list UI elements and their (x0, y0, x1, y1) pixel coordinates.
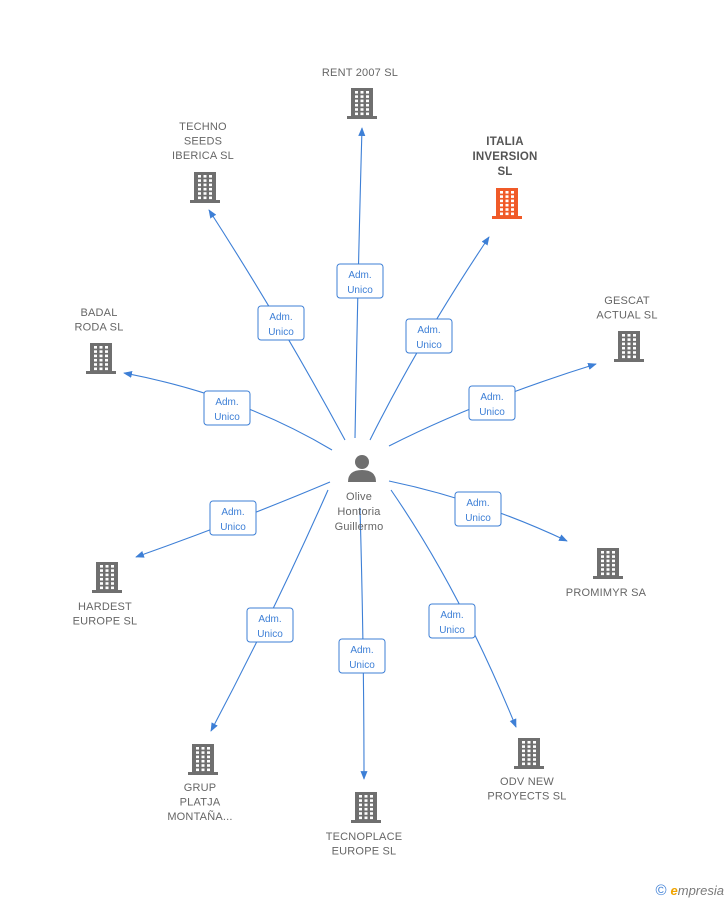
building-icon (351, 792, 381, 823)
relation-label: Adm.Unico (465, 498, 491, 524)
building-icon (593, 548, 623, 579)
relation-box-rent-2007[interactable]: Adm.Unico (336, 263, 384, 299)
relation-label: Adm.Unico (416, 325, 442, 351)
relation-label: Adm.Unico (214, 397, 240, 423)
building-icon (347, 88, 377, 119)
relation-box-techno-seeds[interactable]: Adm.Unico (257, 305, 305, 341)
relation-box-promimyr[interactable]: Adm.Unico (454, 491, 502, 527)
footer-brand[interactable]: ©empresia (655, 882, 724, 899)
relation-box-odv-new-proyects[interactable]: Adm.Unico (428, 603, 476, 639)
company-label: RENT 2007 SL (322, 67, 398, 79)
company-node-promimyr[interactable]: PROMIMYR SA (566, 548, 647, 599)
building-icon (188, 744, 218, 775)
edge-odv-new-proyects (390, 489, 517, 728)
relation-label: Adm.Unico (268, 312, 294, 338)
company-label: PROMIMYR SA (566, 587, 647, 599)
relation-label: Adm.Unico (349, 645, 375, 671)
building-icon (614, 331, 644, 362)
building-icon (190, 172, 220, 203)
relation-label: Adm.Unico (220, 507, 246, 533)
copyright-icon: © (655, 882, 667, 899)
relation-label: Adm.Unico (439, 610, 465, 636)
relation-label: Adm.Unico (347, 270, 373, 296)
building-icon (492, 188, 522, 219)
relation-box-italia-inversion[interactable]: Adm.Unico (405, 318, 453, 354)
building-icon (92, 562, 122, 593)
relation-box-badal-roda[interactable]: Adm.Unico (203, 390, 251, 426)
company-node-rent-2007[interactable]: RENT 2007 SL (322, 67, 398, 119)
brand-name: mpresia (677, 883, 724, 898)
person-icon (348, 455, 376, 482)
relation-box-tecnoplace-europe[interactable]: Adm.Unico (338, 638, 386, 674)
relation-box-hardest-europe[interactable]: Adm.Unico (209, 500, 257, 536)
relation-label: Adm.Unico (257, 614, 283, 640)
relation-box-gescat-actual[interactable]: Adm.Unico (468, 385, 516, 421)
relation-label: Adm.Unico (479, 392, 505, 418)
brand-initial: e (670, 883, 678, 898)
building-icon (514, 738, 544, 769)
relation-box-grup-platja[interactable]: Adm.Unico (246, 607, 294, 643)
building-icon (86, 343, 116, 374)
